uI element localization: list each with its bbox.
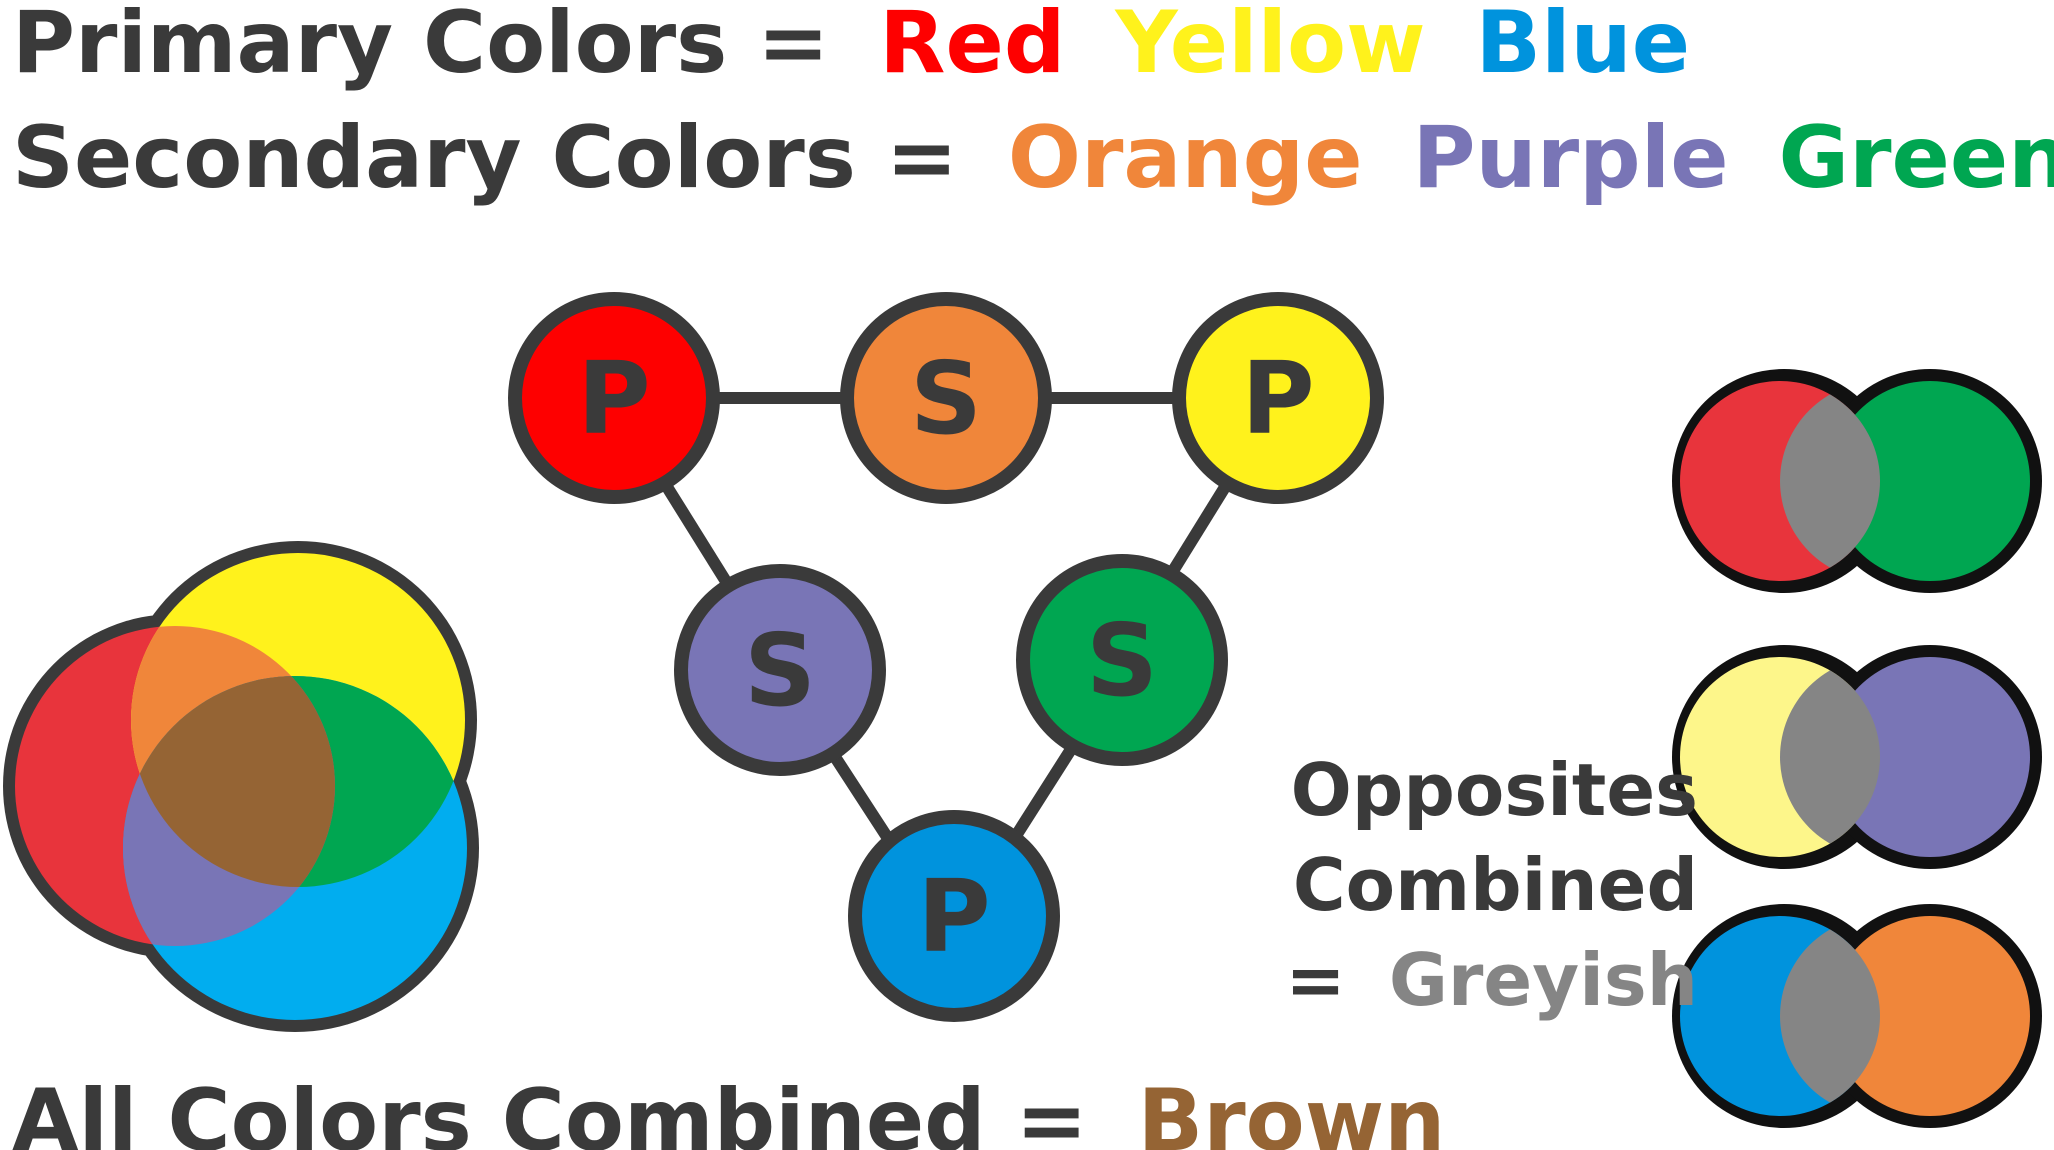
pair-green-circle	[1830, 381, 2030, 581]
wheel-node-purple-letter: S	[744, 612, 816, 729]
pair-yellow-purple-overlap	[1780, 657, 1880, 857]
primary-colors-line: Primary Colors = Red Yellow Blue	[12, 0, 1690, 93]
secondary-colors-line: Secondary Colors = Orange Purple Green	[12, 108, 2054, 208]
opposites-caption: Opposites Combined = Greyish	[1285, 748, 1698, 1022]
pair-purple-circle	[1830, 657, 2030, 857]
wheel-node-orange-letter: S	[910, 340, 982, 457]
opposite-pair-red-green	[1672, 369, 2042, 593]
primary-red-label: Red	[879, 0, 1065, 93]
opposites-line-3: = Greyish	[1285, 938, 1698, 1022]
venn-brown-center	[131, 676, 335, 887]
opposites-equals-sign: =	[1285, 938, 1345, 1022]
pair-red-green-overlap	[1780, 381, 1880, 581]
primary-blue-label: Blue	[1476, 0, 1691, 93]
secondary-orange-label: Orange	[1008, 108, 1363, 208]
wheel-node-green-secondary: S	[1016, 554, 1228, 766]
wheel-node-purple-circle	[674, 564, 886, 776]
all-colors-combined-line: All Colors Combined = Brown	[12, 1071, 1445, 1150]
wheel-node-blue-circle	[848, 810, 1060, 1022]
wheel-node-blue-primary: P	[848, 810, 1060, 1022]
pair-blue-orange-overlap	[1780, 916, 1880, 1116]
opposite-pair-yellow-purple	[1672, 645, 2042, 869]
opposites-line-1: Opposites	[1291, 748, 1698, 832]
wheel-node-yellow-letter: P	[1241, 340, 1314, 457]
wheel-node-red-primary: P	[508, 292, 720, 504]
wheel-node-yellow-circle	[1172, 292, 1384, 504]
venn-brown-clip	[131, 676, 335, 887]
pair-orange-circle	[1830, 916, 2030, 1116]
wheel-node-red-circle	[508, 292, 720, 504]
wheel-node-green-circle	[1016, 554, 1228, 766]
brown-result-label: Brown	[1138, 1071, 1446, 1150]
primary-colors-label: Primary Colors =	[12, 0, 829, 93]
greyish-result-label: Greyish	[1389, 938, 1698, 1022]
primary-yellow-label: Yellow	[1114, 0, 1425, 93]
all-colors-combined-label: All Colors Combined =	[12, 1071, 1088, 1150]
wheel-node-orange-secondary: S	[840, 292, 1052, 504]
wheel-node-yellow-primary: P	[1172, 292, 1384, 504]
wheel-node-purple-secondary: S	[674, 564, 886, 776]
all-colors-venn	[3, 541, 479, 1032]
secondary-green-label: Green	[1779, 108, 2054, 208]
opposites-line-2: Combined	[1293, 843, 1698, 927]
secondary-colors-label: Secondary Colors =	[12, 108, 958, 208]
wheel-node-blue-letter: P	[917, 858, 990, 975]
wheel-node-orange-circle	[840, 292, 1052, 504]
wheel-node-red-letter: P	[577, 340, 650, 457]
wheel-node-green-letter: S	[1086, 602, 1158, 719]
secondary-purple-label: Purple	[1413, 108, 1729, 208]
opposite-pair-blue-orange	[1672, 904, 2042, 1128]
